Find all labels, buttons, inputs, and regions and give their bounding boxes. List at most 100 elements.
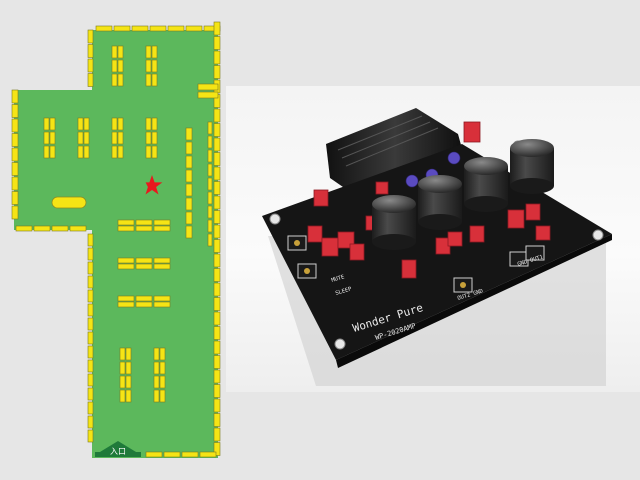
shelf [153,295,171,302]
shelf [213,340,221,355]
amplifier-board-photo: Wonder Pure WP-2020AMP MUTE SLEEP OUT2 G… [226,86,640,392]
shelf [119,361,126,375]
shelf [87,261,94,275]
shelf [117,301,135,308]
shelf [77,117,84,131]
shelf [151,117,158,131]
shelf [11,89,19,104]
shelf [199,451,217,458]
shelf [159,361,166,375]
shelf [197,83,219,91]
shelf [213,65,221,79]
shelf [213,181,221,195]
pcb-board-edge [336,234,612,368]
shelf [213,137,221,152]
shelf [151,73,158,87]
shelf-group [43,45,193,403]
shelf [11,162,19,176]
shelf [87,247,94,261]
counter-island [51,196,87,209]
board-label-sleep: SLEEP [335,286,353,297]
shelf [213,123,221,137]
shelf [117,257,135,264]
shelf [185,25,203,32]
shelf [207,149,213,163]
shelf [51,225,69,232]
shelf [135,263,153,270]
shelf [77,131,84,145]
shelf [43,145,50,159]
shelf [111,45,118,59]
heatsink-fins [337,115,439,167]
shelf [69,225,87,232]
shelf [87,233,94,247]
shelf [207,177,213,191]
shelf [111,131,118,145]
shelf [213,326,221,340]
shelf [145,117,152,131]
shelf [207,121,213,135]
shelf [153,389,160,403]
shelf [87,317,94,331]
shelf [11,176,19,191]
shelf [135,225,153,232]
shelf [153,347,160,361]
shelf [131,25,149,32]
shelf [213,413,221,427]
shelf [49,145,56,159]
shelf [83,131,90,145]
shelf [185,211,193,225]
store-floor-map: 入口 [11,21,221,458]
shelf [135,295,153,302]
shelf [213,50,221,65]
shelf [153,375,160,389]
shelf [151,59,158,73]
shelf [111,59,118,73]
shelf [213,166,221,181]
shelf [145,59,152,73]
shelf [119,375,126,389]
shelf [207,205,213,219]
shelf [213,239,221,253]
shelf [77,145,84,159]
shelf [111,145,118,159]
shelf [117,263,135,270]
shelf [185,127,193,141]
shelf [213,384,221,398]
shelf [207,135,213,149]
shelf [87,73,94,87]
shelf [117,59,124,73]
film-capacitors [307,121,551,279]
shelf [87,387,94,401]
entrance-arrow-icon [95,441,141,455]
shelf [135,301,153,308]
shelf [117,225,135,232]
shelf [149,25,167,32]
shelf [213,369,221,384]
shelf [145,145,152,159]
shelf [145,131,152,145]
shelf [87,58,94,73]
shelf [87,415,94,429]
shelf [159,389,166,403]
shelf [213,442,221,456]
shelf [117,117,124,131]
shelf [111,73,118,87]
shelf [153,219,171,226]
shelf [87,345,94,359]
shelf [11,147,19,162]
shelf [213,152,221,166]
entrance-marker[interactable]: 入口 [95,441,141,457]
shelf [151,45,158,59]
shelf [95,25,113,32]
terminal-pad [460,282,466,288]
shelf [153,301,171,308]
shelf [125,375,132,389]
shelf [153,263,171,270]
shelf [117,131,124,145]
shelf [213,297,221,311]
shelf [213,311,221,326]
shelf [135,219,153,226]
shelf [83,117,90,131]
shelf [83,145,90,159]
